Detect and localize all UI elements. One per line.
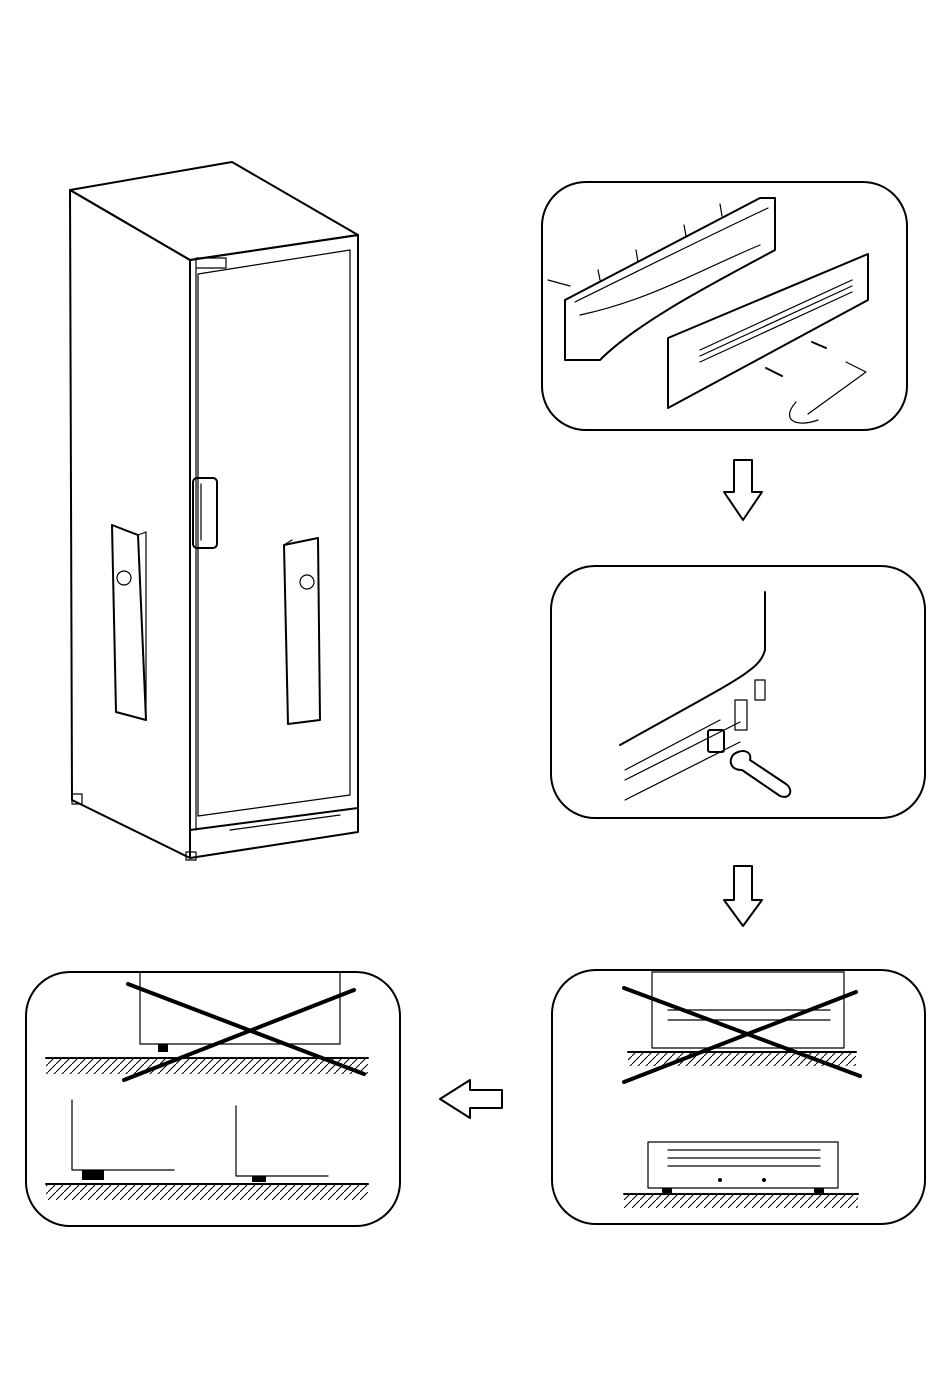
arrow-down-icon <box>724 460 762 520</box>
fastener-icon <box>117 571 131 585</box>
arrow-left-icon <box>440 1080 502 1118</box>
step-4-panel <box>26 972 400 1226</box>
step-1-panel <box>542 182 907 430</box>
packing-block-right <box>284 538 320 724</box>
step-2-panel <box>551 566 925 818</box>
door-handle <box>193 478 217 548</box>
packing-block-left <box>112 525 146 720</box>
arrow-down-icon <box>724 866 762 926</box>
step-3-panel <box>552 970 925 1224</box>
cabinet-illustration <box>70 162 358 860</box>
fastener-icon <box>300 575 314 589</box>
